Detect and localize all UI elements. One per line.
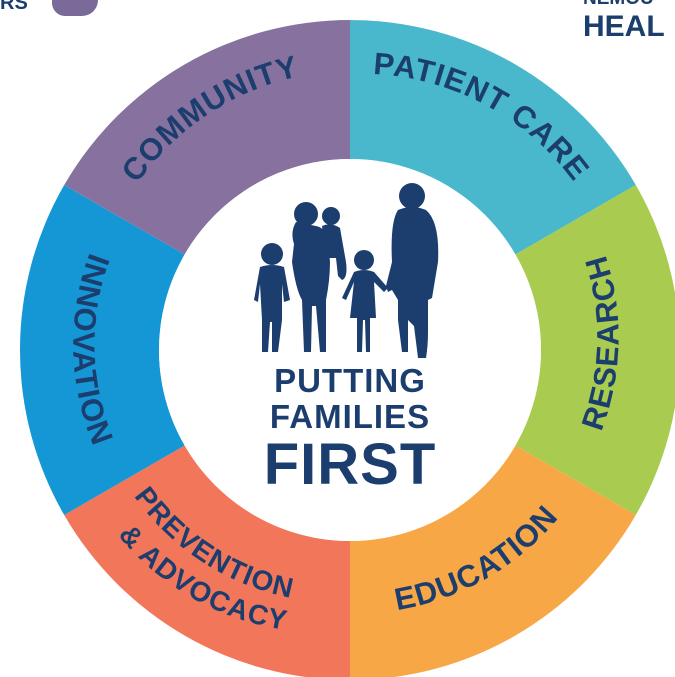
segment-patient-care — [350, 20, 636, 255]
center-title-line1: PUTTING — [274, 362, 426, 399]
segment-education — [350, 445, 636, 677]
corner-text-right-top: NEMOU — [583, 0, 654, 10]
corner-text-right: HEAL — [583, 10, 665, 43]
center-disc — [159, 159, 541, 541]
segment-innovation — [19, 185, 185, 515]
segment-prevention-advocacy — [64, 445, 350, 677]
corner-text-left: RS — [0, 0, 28, 14]
segment-community — [64, 19, 350, 255]
segment-research — [515, 185, 675, 515]
family-silhouette-icon — [254, 183, 439, 358]
center-title-line3: FIRST — [264, 432, 437, 497]
center-title-line2: FAMILIES — [270, 398, 430, 435]
purple-shape-icon — [52, 0, 98, 16]
